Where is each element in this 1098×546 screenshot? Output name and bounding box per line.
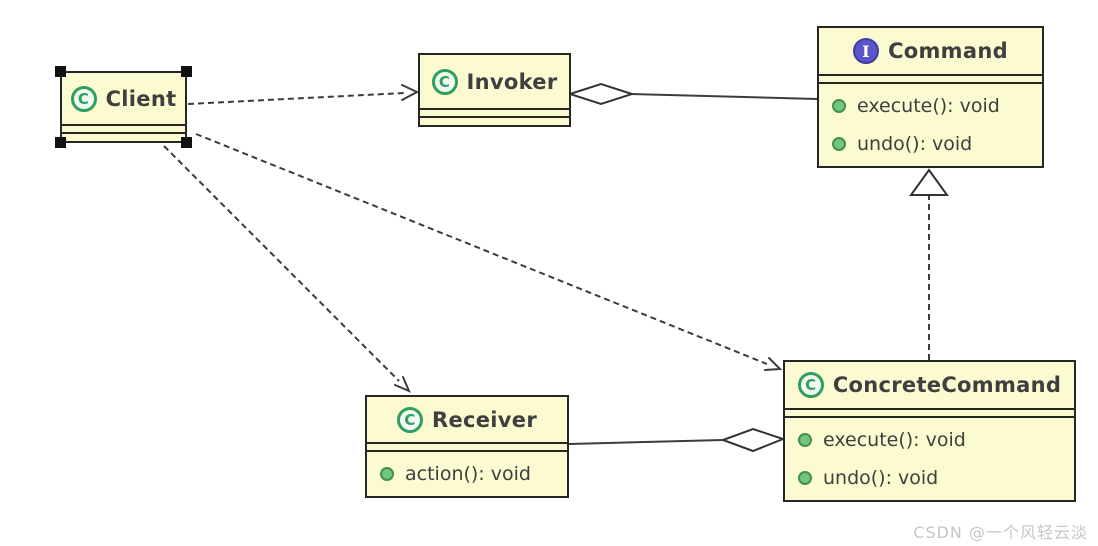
aggregation-concretecommand-receiver[interactable] [568, 427, 786, 453]
compartment-divider [367, 442, 567, 444]
methods-compartment: action(): void [367, 452, 567, 496]
selection-handle[interactable] [181, 137, 192, 148]
csdn-watermark: CSDN @一个风轻云淡 [913, 523, 1088, 542]
method-label: execute(): void [823, 429, 966, 451]
dependency-client-invoker[interactable] [187, 84, 420, 105]
method-label: undo(): void [857, 133, 973, 155]
open-arrowhead-icon [394, 376, 411, 393]
empty-methods-compartment [420, 118, 569, 125]
class-title: C Client [62, 73, 185, 124]
class-icon: C [397, 406, 423, 433]
method-row: undo(): void [819, 125, 1042, 163]
compartment-divider [62, 132, 185, 134]
method-label: execute(): void [857, 95, 1000, 117]
open-arrowhead-icon [401, 84, 420, 101]
dependency-client-receiver[interactable] [163, 145, 411, 393]
interface-name: Command [888, 39, 1008, 63]
compartment-divider [420, 116, 569, 118]
method-row: execute(): void [785, 421, 1074, 459]
dependency-line [195, 133, 768, 365]
compartment-divider [367, 450, 567, 452]
hollow-diamond-icon [720, 427, 786, 453]
selection-handle[interactable] [55, 137, 66, 148]
class-icon: C [431, 68, 458, 95]
class-name: Invoker [466, 69, 558, 94]
class-name: Receiver [432, 407, 537, 432]
class-title: C Invoker [420, 55, 569, 108]
realization-concretecommand-command[interactable] [909, 168, 949, 360]
class-name: ConcreteCommand [832, 373, 1062, 397]
interface-title: I Command [819, 28, 1042, 74]
method-visibility-icon [798, 471, 812, 485]
methods-compartment: execute(): void undo(): void [819, 84, 1042, 166]
method-visibility-icon [798, 433, 812, 447]
class-icon: C [797, 372, 824, 398]
class-title: C Receiver [367, 397, 567, 442]
aggregation-invoker-command[interactable] [566, 82, 818, 106]
association-line [631, 93, 818, 100]
class-title: C ConcreteCommand [785, 362, 1074, 408]
compartment-divider [62, 124, 185, 126]
hollow-triangle-icon [909, 168, 949, 196]
method-visibility-icon [832, 137, 846, 151]
selection-handle[interactable] [55, 66, 66, 77]
methods-compartment: execute(): void undo(): void [785, 418, 1074, 500]
method-row: undo(): void [785, 459, 1074, 497]
empty-methods-compartment [62, 134, 185, 141]
class-box-concretecommand[interactable]: C ConcreteCommand execute(): void undo()… [783, 360, 1076, 502]
class-name: Client [105, 86, 177, 111]
hollow-diamond-icon [566, 82, 636, 106]
method-row: execute(): void [819, 87, 1042, 125]
class-icon: C [70, 85, 97, 112]
interface-box-command[interactable]: I Command execute(): void undo(): void [817, 26, 1044, 168]
compartment-divider [819, 74, 1042, 76]
method-row: action(): void [367, 455, 567, 493]
method-visibility-icon [380, 467, 394, 481]
method-visibility-icon [832, 99, 846, 113]
compartment-divider [785, 416, 1074, 418]
interface-icon: I [853, 38, 880, 64]
dependency-client-concretecommand[interactable] [195, 133, 783, 371]
dependency-line [187, 92, 405, 105]
association-line [568, 439, 724, 445]
open-arrowhead-icon [764, 357, 783, 371]
dependency-line [163, 145, 400, 382]
compartment-divider [819, 82, 1042, 84]
class-box-invoker[interactable]: C Invoker [418, 53, 571, 127]
selection-handle[interactable] [181, 66, 192, 77]
class-box-client[interactable]: C Client [60, 71, 187, 143]
class-box-receiver[interactable]: C Receiver action(): void [365, 395, 569, 498]
compartment-divider [420, 108, 569, 110]
method-label: action(): void [405, 463, 531, 485]
method-label: undo(): void [823, 467, 939, 489]
compartment-divider [785, 408, 1074, 410]
